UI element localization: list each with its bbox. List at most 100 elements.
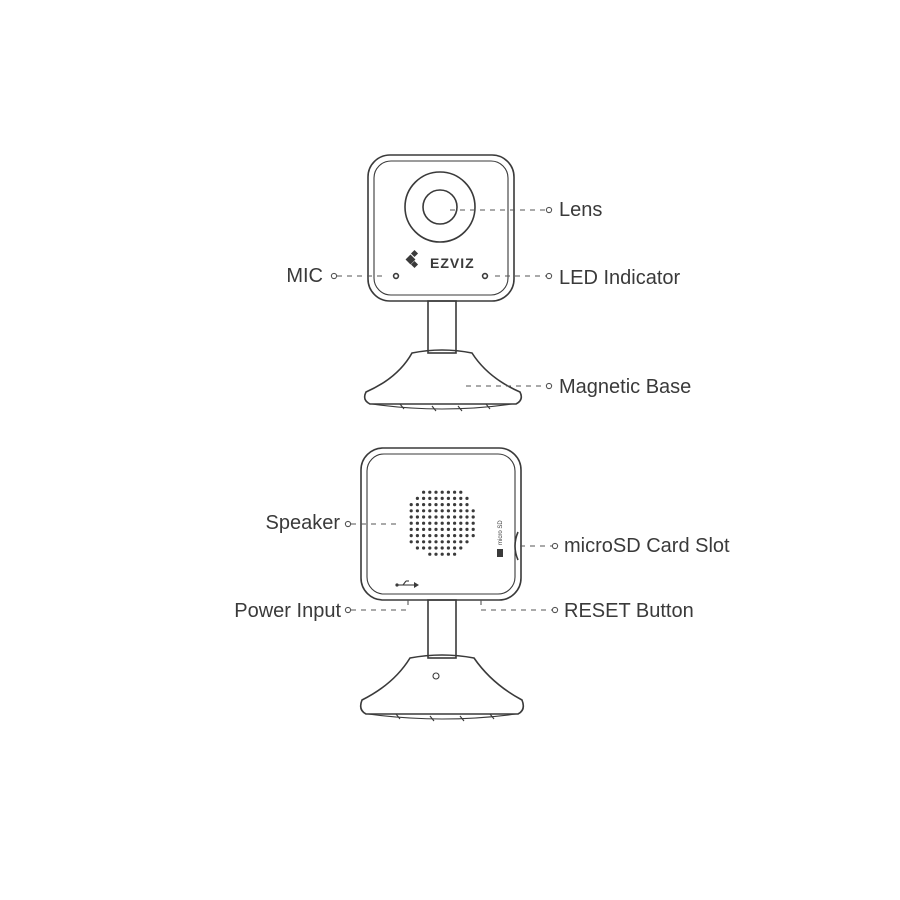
- speaker-hole: [471, 509, 475, 513]
- label-lens: Lens: [559, 199, 602, 221]
- speaker-hole: [440, 546, 444, 550]
- speaker-hole: [428, 540, 432, 544]
- callout-speaker: Speaker: [266, 512, 400, 534]
- speaker-hole: [422, 496, 426, 500]
- speaker-hole: [459, 521, 463, 525]
- speaker-hole: [446, 521, 450, 525]
- speaker-hole: [453, 509, 457, 513]
- speaker-hole: [465, 521, 469, 525]
- sd-slot-marking: micro SD: [498, 520, 504, 545]
- speaker-hole: [409, 534, 413, 538]
- speaker-hole: [446, 552, 450, 556]
- speaker-hole: [434, 509, 438, 513]
- front-camera-illustration: EZVIZ: [363, 154, 523, 412]
- speaker-hole: [428, 527, 432, 532]
- speaker-hole: [453, 552, 457, 556]
- speaker-hole: [428, 552, 432, 556]
- speaker-hole: [453, 515, 457, 519]
- speaker-hole: [465, 527, 469, 532]
- speaker-hole: [434, 546, 438, 550]
- speaker-hole: [440, 490, 444, 494]
- speaker-hole: [465, 540, 469, 544]
- speaker-hole: [471, 534, 475, 538]
- speaker-hole: [428, 521, 432, 525]
- speaker-hole: [422, 509, 426, 513]
- microsd-marking: micro SD: [497, 520, 504, 557]
- speaker-hole: [446, 496, 450, 500]
- speaker-hole: [465, 534, 469, 538]
- callout-magnetic-base: Magnetic Base: [466, 376, 691, 398]
- speaker-hole: [409, 509, 413, 513]
- speaker-hole: [465, 503, 469, 507]
- speaker-hole: [422, 490, 426, 494]
- callout-power-input: Power Input: [234, 600, 409, 622]
- speaker-hole: [446, 503, 450, 507]
- speaker-hole: [446, 509, 450, 513]
- speaker-hole: [422, 527, 426, 532]
- speaker-hole: [446, 490, 450, 494]
- speaker-grille: [409, 490, 475, 556]
- speaker-hole: [471, 515, 475, 519]
- speaker-hole: [459, 509, 463, 513]
- speaker-hole: [434, 527, 438, 532]
- speaker-hole: [459, 540, 463, 544]
- speaker-hole: [459, 490, 463, 494]
- speaker-hole: [453, 540, 457, 544]
- back-camera-illustration: micro SD: [359, 447, 525, 722]
- speaker-hole: [415, 521, 419, 525]
- speaker-hole: [440, 527, 444, 532]
- label-reset-button: RESET Button: [564, 600, 694, 622]
- speaker-hole: [415, 509, 419, 513]
- microsd-card-slot: [514, 531, 519, 561]
- speaker-hole: [428, 490, 432, 494]
- speaker-hole: [428, 546, 432, 550]
- speaker-hole: [434, 521, 438, 525]
- speaker-hole: [459, 496, 463, 500]
- brand-logo-text: EZVIZ: [430, 255, 475, 271]
- label-mic: MIC: [286, 265, 323, 287]
- speaker-hole: [446, 515, 450, 519]
- speaker-hole: [409, 521, 413, 525]
- speaker-hole: [440, 496, 444, 500]
- callout-reset-button: RESET Button: [480, 600, 694, 622]
- speaker-hole: [428, 509, 432, 513]
- speaker-hole: [440, 540, 444, 544]
- speaker-hole: [422, 515, 426, 519]
- speaker-hole: [428, 496, 432, 500]
- callout-mic: MIC: [286, 265, 384, 287]
- speaker-hole: [415, 540, 419, 544]
- speaker-hole: [422, 534, 426, 538]
- speaker-hole: [465, 496, 469, 500]
- speaker-hole: [459, 503, 463, 507]
- label-magnetic-base: Magnetic Base: [559, 376, 691, 398]
- speaker-hole: [453, 534, 457, 538]
- back-magnetic-base: [359, 654, 525, 715]
- speaker-hole: [459, 546, 463, 550]
- speaker-hole: [453, 546, 457, 550]
- speaker-hole: [434, 534, 438, 538]
- speaker-hole: [415, 503, 419, 507]
- speaker-hole: [453, 490, 457, 494]
- front-camera-neck: [427, 300, 457, 354]
- front-camera-body: [367, 154, 515, 302]
- speaker-hole: [434, 515, 438, 519]
- speaker-hole: [428, 534, 432, 538]
- speaker-hole: [453, 496, 457, 500]
- speaker-hole: [422, 540, 426, 544]
- speaker-hole: [415, 496, 419, 500]
- speaker-hole: [440, 521, 444, 525]
- speaker-hole: [434, 490, 438, 494]
- speaker-hole: [459, 527, 463, 532]
- speaker-hole: [422, 503, 426, 507]
- speaker-hole: [415, 527, 419, 532]
- speaker-hole: [434, 540, 438, 544]
- speaker-hole: [434, 496, 438, 500]
- usb-icon: [395, 580, 419, 588]
- callout-microsd-card-slot: microSD Card Slot: [520, 535, 730, 557]
- label-microsd-card-slot: microSD Card Slot: [564, 535, 730, 557]
- speaker-hole: [440, 503, 444, 507]
- speaker-hole: [434, 503, 438, 507]
- callout-led-indicator: LED Indicator: [495, 267, 681, 289]
- speaker-hole: [446, 527, 450, 532]
